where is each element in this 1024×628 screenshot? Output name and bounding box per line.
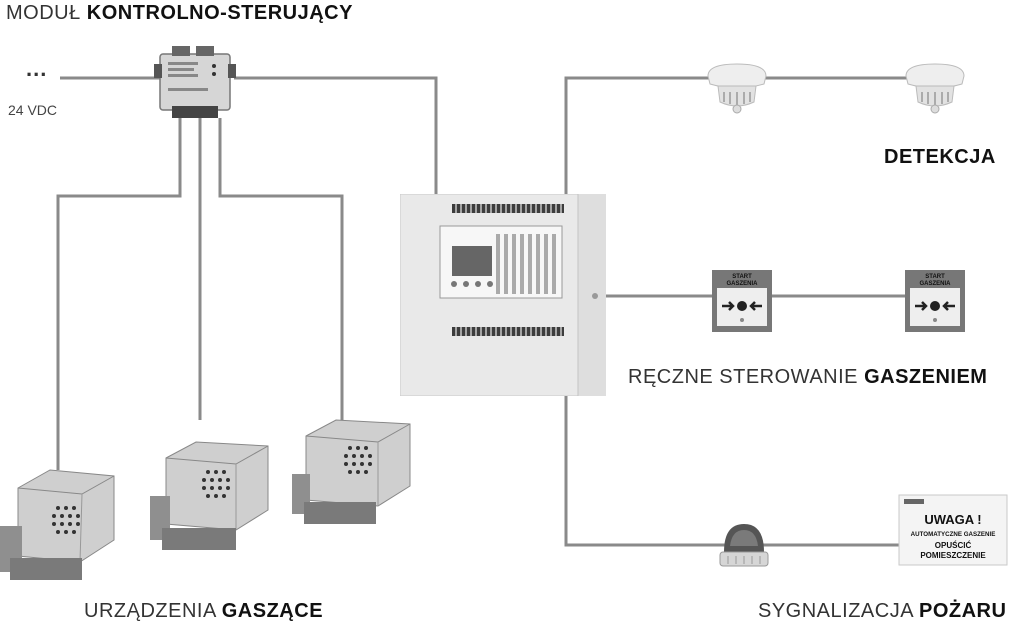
call-point-line2: GASZENIA <box>919 281 951 287</box>
smoke-detector-icon <box>707 63 767 114</box>
signal-label-prefix: SYGNALIZACJA <box>758 600 913 622</box>
signaling-label: SYGNALIZACJA POŻARU <box>758 600 1006 623</box>
wire-module-panel <box>234 76 438 195</box>
wire-panel-signal <box>564 395 960 547</box>
aerosol-generator-icon <box>150 441 269 550</box>
warning-sign: UWAGA ! AUTOMATYCZNE GASZENIE OPUŚCIĆ PO… <box>898 494 1008 566</box>
extinguish-label-prefix: URZĄDZENIA <box>84 600 216 622</box>
manual-label-prefix: RĘCZNE STEROWANIE <box>628 366 858 388</box>
call-point-line1: START <box>925 274 945 280</box>
warning-line3: POMIESZCZENIE <box>920 551 986 560</box>
call-point-line2: GASZENIA <box>726 281 758 287</box>
manual-label-bold: GASZENIEM <box>864 366 988 388</box>
extinguishing-label: URZĄDZENIA GASZĄCE <box>84 600 323 623</box>
extinguish-label-bold: GASZĄCE <box>221 600 324 622</box>
aerosol-generator-icon <box>292 419 411 524</box>
wire-module-ext-3 <box>218 118 344 420</box>
module-label-prefix: MODUŁ <box>6 2 81 24</box>
power-dots: ... <box>26 56 48 81</box>
smoke-detector-icon <box>905 63 965 114</box>
wire-module-ext-1 <box>56 118 182 470</box>
detection-label-bold: DETEKCJA <box>884 146 996 168</box>
module-label: MODUŁ KONTROLNO-STERUJĄCY <box>6 2 353 25</box>
warning-line2: OPUŚCIĆ <box>935 541 972 550</box>
module-label-bold: KONTROLNO-STERUJĄCY <box>86 2 353 24</box>
aerosol-generator-icon <box>0 469 115 580</box>
fire-control-panel-icon <box>400 194 606 396</box>
warning-title: UWAGA ! <box>924 512 981 527</box>
warning-line1: AUTOMATYCZNE GASZENIE <box>911 531 996 538</box>
signal-label-bold: POŻARU <box>919 600 1007 622</box>
manual-control-label: RĘCZNE STEROWANIE GASZENIEM <box>628 366 987 389</box>
wire-panel-detection <box>564 76 960 195</box>
beacon-sounder-icon <box>719 524 769 567</box>
detection-label: DETEKCJA <box>884 146 996 169</box>
power-voltage: 24 VDC <box>8 102 58 118</box>
control-module-icon <box>154 46 236 118</box>
call-point-line1: START <box>732 274 752 280</box>
manual-call-point-icon: START GASZENIA <box>712 270 772 332</box>
manual-call-point-icon: START GASZENIA <box>905 270 965 332</box>
